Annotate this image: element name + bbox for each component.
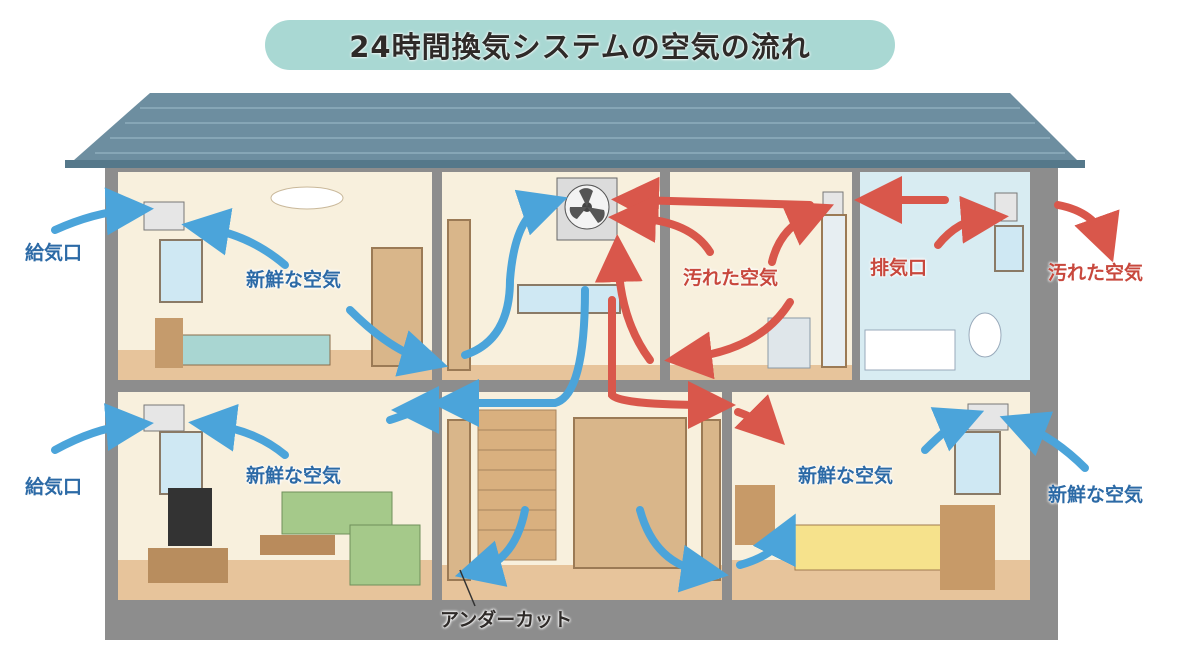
bathtub-toilet [864,312,1002,371]
roof [65,93,1085,168]
label-fresh-top-left: 新鮮な空気 [246,269,342,291]
exhaust-fan [556,177,618,241]
label-exhaust: 排気口 [870,257,928,279]
label-fresh-bottom-left: 新鮮な空気 [246,465,342,487]
dresser [735,485,775,545]
tv [148,488,228,583]
label-dirty-outside: 汚れた空気 [1048,262,1144,284]
label-supply-top: 給気口 [25,242,83,264]
bed-upper [155,318,331,368]
label-undercut: アンダーカット [440,609,573,631]
ceiling-lamp [270,186,344,210]
label-fresh-bottom-right: 新鮮な空気 [798,465,894,487]
undercut-leader [459,569,476,607]
dirty-air-arrows [594,176,1120,445]
label-dirty-inside: 汚れた空気 [683,267,779,289]
fresh-air-arrows [51,187,1089,593]
sofa [281,491,421,586]
label-supply-bottom: 給気口 [25,476,83,498]
label-fresh-outside-right: 新鮮な空気 [1048,484,1144,506]
coffee-table [260,535,335,555]
page-title: 24時間換気システムの空気の流れ [349,30,811,64]
title-banner: 24時間換気システムの空気の流れ [265,20,895,70]
